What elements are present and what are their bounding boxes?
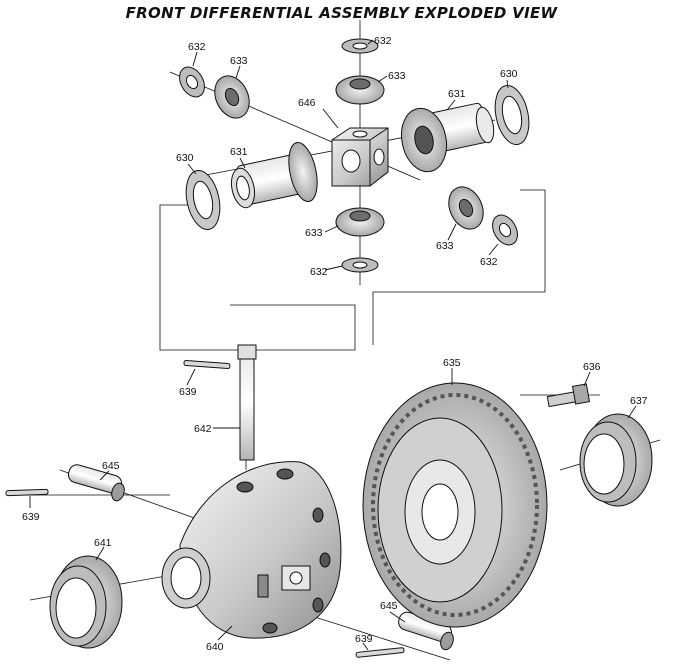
shim-right xyxy=(494,84,530,146)
label-639-upper: 639 xyxy=(179,386,197,398)
pin-left xyxy=(5,488,49,497)
diagram-title: FRONT DIFFERENTIAL ASSEMBLY EXPLODED VIE… xyxy=(125,4,558,22)
label-630-right: 630 xyxy=(500,68,518,80)
label-631-right: 631 xyxy=(448,88,466,100)
spider-gear-right xyxy=(448,186,484,230)
label-630-left: 630 xyxy=(176,152,194,164)
label-642: 642 xyxy=(194,423,212,435)
label-645-left: 645 xyxy=(102,460,120,472)
label-632-top: 632 xyxy=(374,35,392,47)
label-635: 635 xyxy=(443,357,461,369)
label-633-top: 633 xyxy=(388,70,406,82)
thrust-washer-top-left xyxy=(179,66,205,98)
label-633-bottom: 633 xyxy=(305,227,323,239)
shim-left xyxy=(185,169,221,231)
thrust-washer-right xyxy=(492,214,518,246)
label-640: 640 xyxy=(206,641,224,653)
label-632-bottom: 632 xyxy=(310,266,328,278)
spider-gear-left xyxy=(214,75,250,119)
label-646: 646 xyxy=(298,97,316,109)
label-632-top-left: 632 xyxy=(188,41,206,53)
spider-gear-top xyxy=(335,75,385,105)
bearing-right xyxy=(579,413,653,507)
label-639-left: 639 xyxy=(22,511,40,523)
label-641: 641 xyxy=(94,537,112,549)
side-gear-right xyxy=(400,102,495,173)
label-633-right: 633 xyxy=(436,240,454,252)
label-639-bottom: 639 xyxy=(355,633,373,645)
pin-upper xyxy=(183,360,231,369)
sleeve-left xyxy=(67,464,125,502)
label-633-left: 633 xyxy=(230,55,248,67)
thrust-washer-top xyxy=(341,38,379,54)
spider-gear-bottom xyxy=(335,207,385,237)
label-631-left: 631 xyxy=(230,146,248,158)
differential-case xyxy=(161,461,342,639)
label-632-right: 632 xyxy=(480,256,498,268)
side-gear-left xyxy=(230,142,318,209)
ring-gear-bolt xyxy=(546,383,591,408)
cross-pin-block xyxy=(331,127,389,187)
bearing-left xyxy=(49,555,123,649)
label-636: 636 xyxy=(583,361,601,373)
leader-lines xyxy=(29,39,637,651)
ring-gear xyxy=(362,382,548,628)
part-labels: 632 633 632 633 646 631 630 630 631 633 … xyxy=(22,35,648,653)
thrust-washer-bottom xyxy=(341,257,379,273)
label-637: 637 xyxy=(630,395,648,407)
label-645-bottom: 645 xyxy=(380,600,398,612)
pin-bottom xyxy=(355,647,405,658)
output-shaft xyxy=(237,344,257,461)
